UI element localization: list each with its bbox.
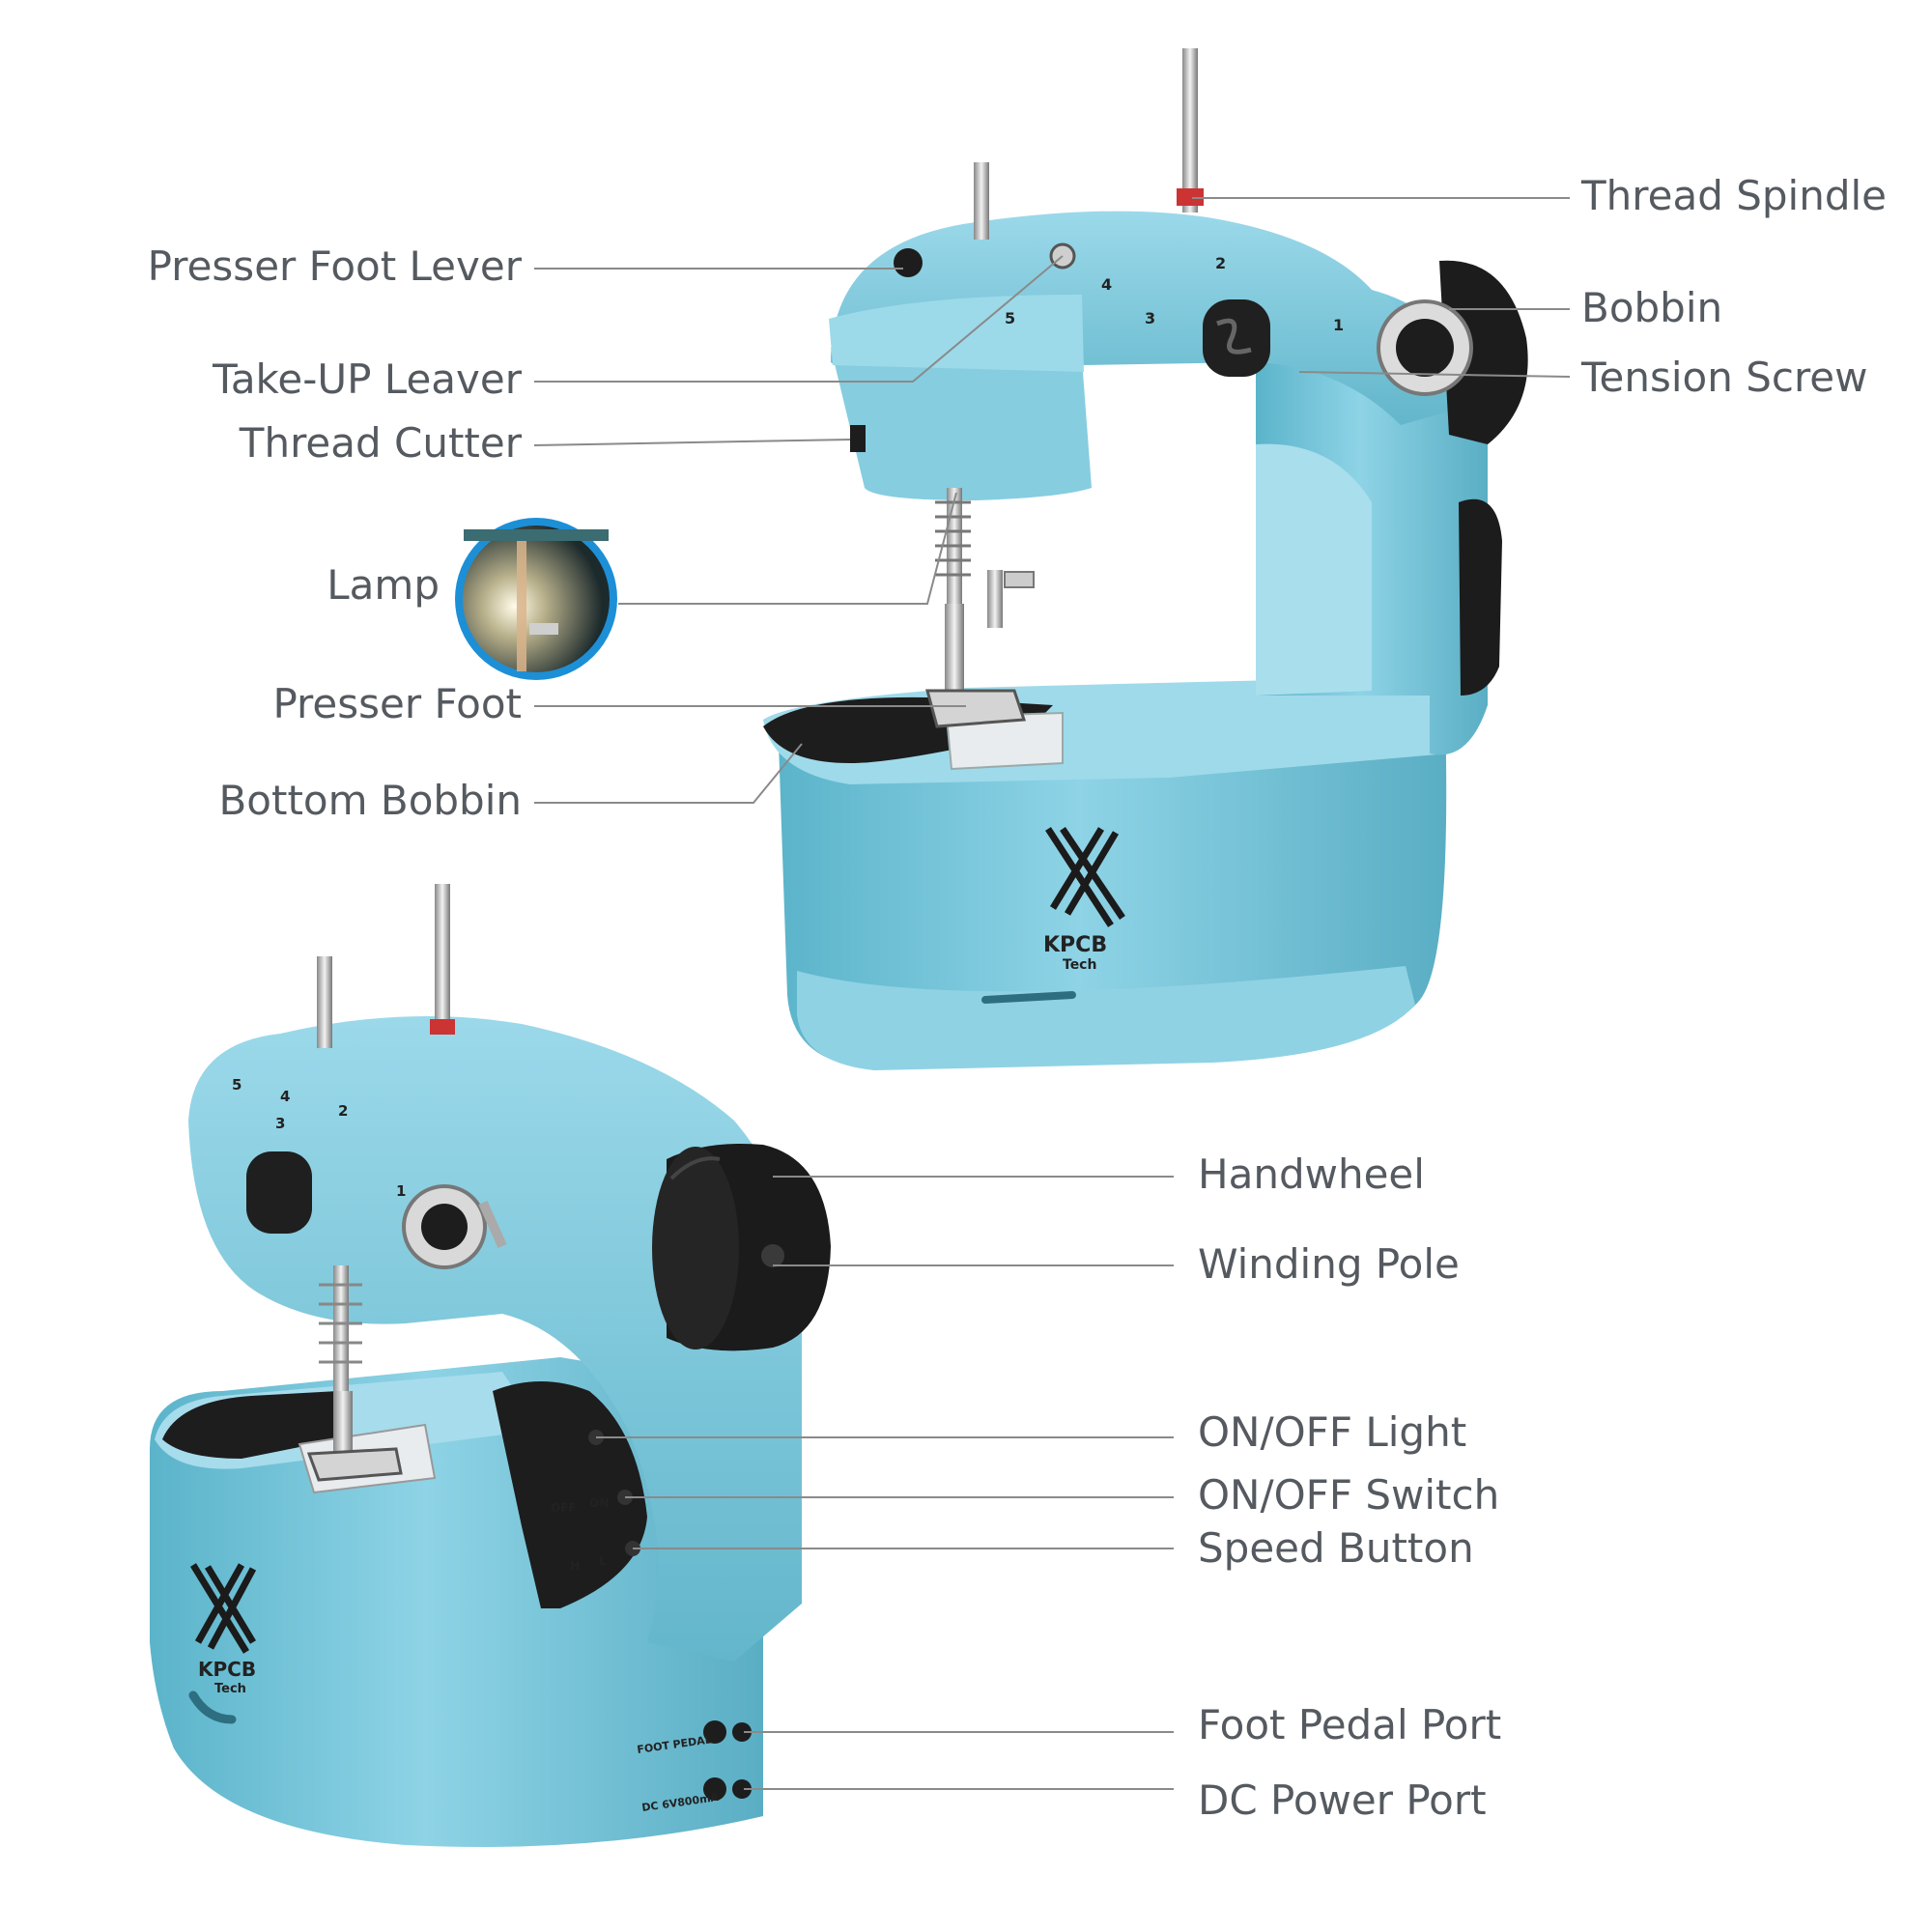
h-marking: H <box>570 1559 580 1573</box>
bottom-machine: OFF ON H L 1 2 3 4 <box>150 884 831 1847</box>
bottom-step-1: 1 <box>396 1182 406 1200</box>
top-step-1: 1 <box>1333 316 1344 334</box>
l-marking: L <box>599 1554 607 1568</box>
bottom-step-4: 4 <box>280 1088 290 1105</box>
top-needle-assembly <box>925 488 1035 728</box>
bottom-spool-pin-short <box>317 956 332 1048</box>
top-thread-cutter <box>850 425 866 452</box>
bottom-base-slot <box>188 1690 237 1724</box>
label-foot-pedal-port: Foot Pedal Port <box>1198 1701 1502 1748</box>
label-tension-screw: Tension Screw <box>1581 354 1868 401</box>
top-base-slot <box>981 991 1076 1004</box>
svg-text:KPCB: KPCB <box>1043 933 1107 957</box>
bottom-step-5: 5 <box>232 1076 242 1094</box>
leader-thread-cutter <box>533 439 851 446</box>
top-step-3: 3 <box>1145 309 1155 327</box>
label-presser-foot: Presser Foot <box>272 680 522 727</box>
label-on-off-switch: ON/OFF Switch <box>1198 1471 1500 1519</box>
bottom-thread-spindle <box>435 884 450 1029</box>
top-base-foot <box>797 966 1415 1070</box>
bottom-handwheel <box>652 1144 831 1351</box>
bottom-bobbin-winder <box>402 1184 507 1269</box>
bottom-step-3: 3 <box>275 1115 285 1132</box>
label-thread-spindle: Thread Spindle <box>1581 172 1887 219</box>
top-thread-steps: 1 2 3 4 5 <box>1005 254 1344 334</box>
top-spool-pin-short <box>974 162 989 240</box>
top-head <box>831 348 1092 500</box>
lamp-inset <box>455 518 617 680</box>
top-bobbin-winder <box>1377 299 1473 396</box>
top-handwheel-edge <box>1439 260 1528 444</box>
svg-text:KPCB: KPCB <box>198 1658 256 1681</box>
leader-lines <box>533 197 1571 1790</box>
label-presser-foot-lever: Presser Foot Lever <box>147 242 522 290</box>
label-dc-power-port: DC Power Port <box>1198 1776 1487 1824</box>
off-marking: OFF <box>551 1501 577 1515</box>
label-lamp: Lamp <box>327 561 440 609</box>
bottom-tension-dial <box>246 1151 312 1234</box>
bottom-bobbin-cover <box>162 1391 338 1459</box>
top-arm-inner <box>1256 443 1372 696</box>
bottom-needle-assembly <box>306 1265 403 1482</box>
bottom-thread-steps: 1 2 3 4 5 <box>232 1076 406 1200</box>
svg-text:Tech: Tech <box>1063 957 1096 973</box>
label-winding-pole: Winding Pole <box>1198 1240 1460 1288</box>
svg-text:Tech: Tech <box>214 1682 246 1696</box>
top-step-4: 4 <box>1101 275 1112 294</box>
top-tension-dial <box>1203 299 1270 377</box>
label-bobbin: Bobbin <box>1581 284 1723 331</box>
bottom-arm <box>188 1016 802 1662</box>
label-speed-button: Speed Button <box>1198 1524 1474 1572</box>
top-needle-plate <box>945 711 1064 771</box>
label-take-up-leaver: Take-UP Leaver <box>213 355 522 403</box>
top-presser-lever-knob <box>894 248 923 277</box>
top-side-panel <box>1459 498 1502 696</box>
on-marking: ON <box>589 1496 609 1510</box>
bottom-kpcb-logo: KPCB Tech <box>190 1563 257 1696</box>
leader-tension-screw <box>1298 371 1571 378</box>
label-handwheel: Handwheel <box>1198 1151 1425 1198</box>
top-step-2: 2 <box>1215 254 1226 272</box>
label-bottom-bobbin: Bottom Bobbin <box>218 777 522 824</box>
bottom-spindle-base <box>430 1019 455 1035</box>
top-kpcb-logo: KPCB Tech <box>1043 827 1125 973</box>
bottom-step-2: 2 <box>338 1102 348 1120</box>
top-spindle-base <box>1177 188 1204 206</box>
label-on-off-light: ON/OFF Light <box>1198 1408 1467 1456</box>
top-machine: 1 2 3 4 5 KPCB Tech <box>763 48 1528 1070</box>
leader-bottom-bobbin <box>534 743 803 804</box>
top-thread-spindle <box>1182 48 1198 213</box>
top-head-brow <box>829 295 1084 372</box>
leader-lamp <box>618 492 957 605</box>
top-step-5: 5 <box>1005 309 1015 327</box>
label-thread-cutter: Thread Cutter <box>239 419 522 467</box>
leader-take-up-leaver <box>534 255 1064 383</box>
